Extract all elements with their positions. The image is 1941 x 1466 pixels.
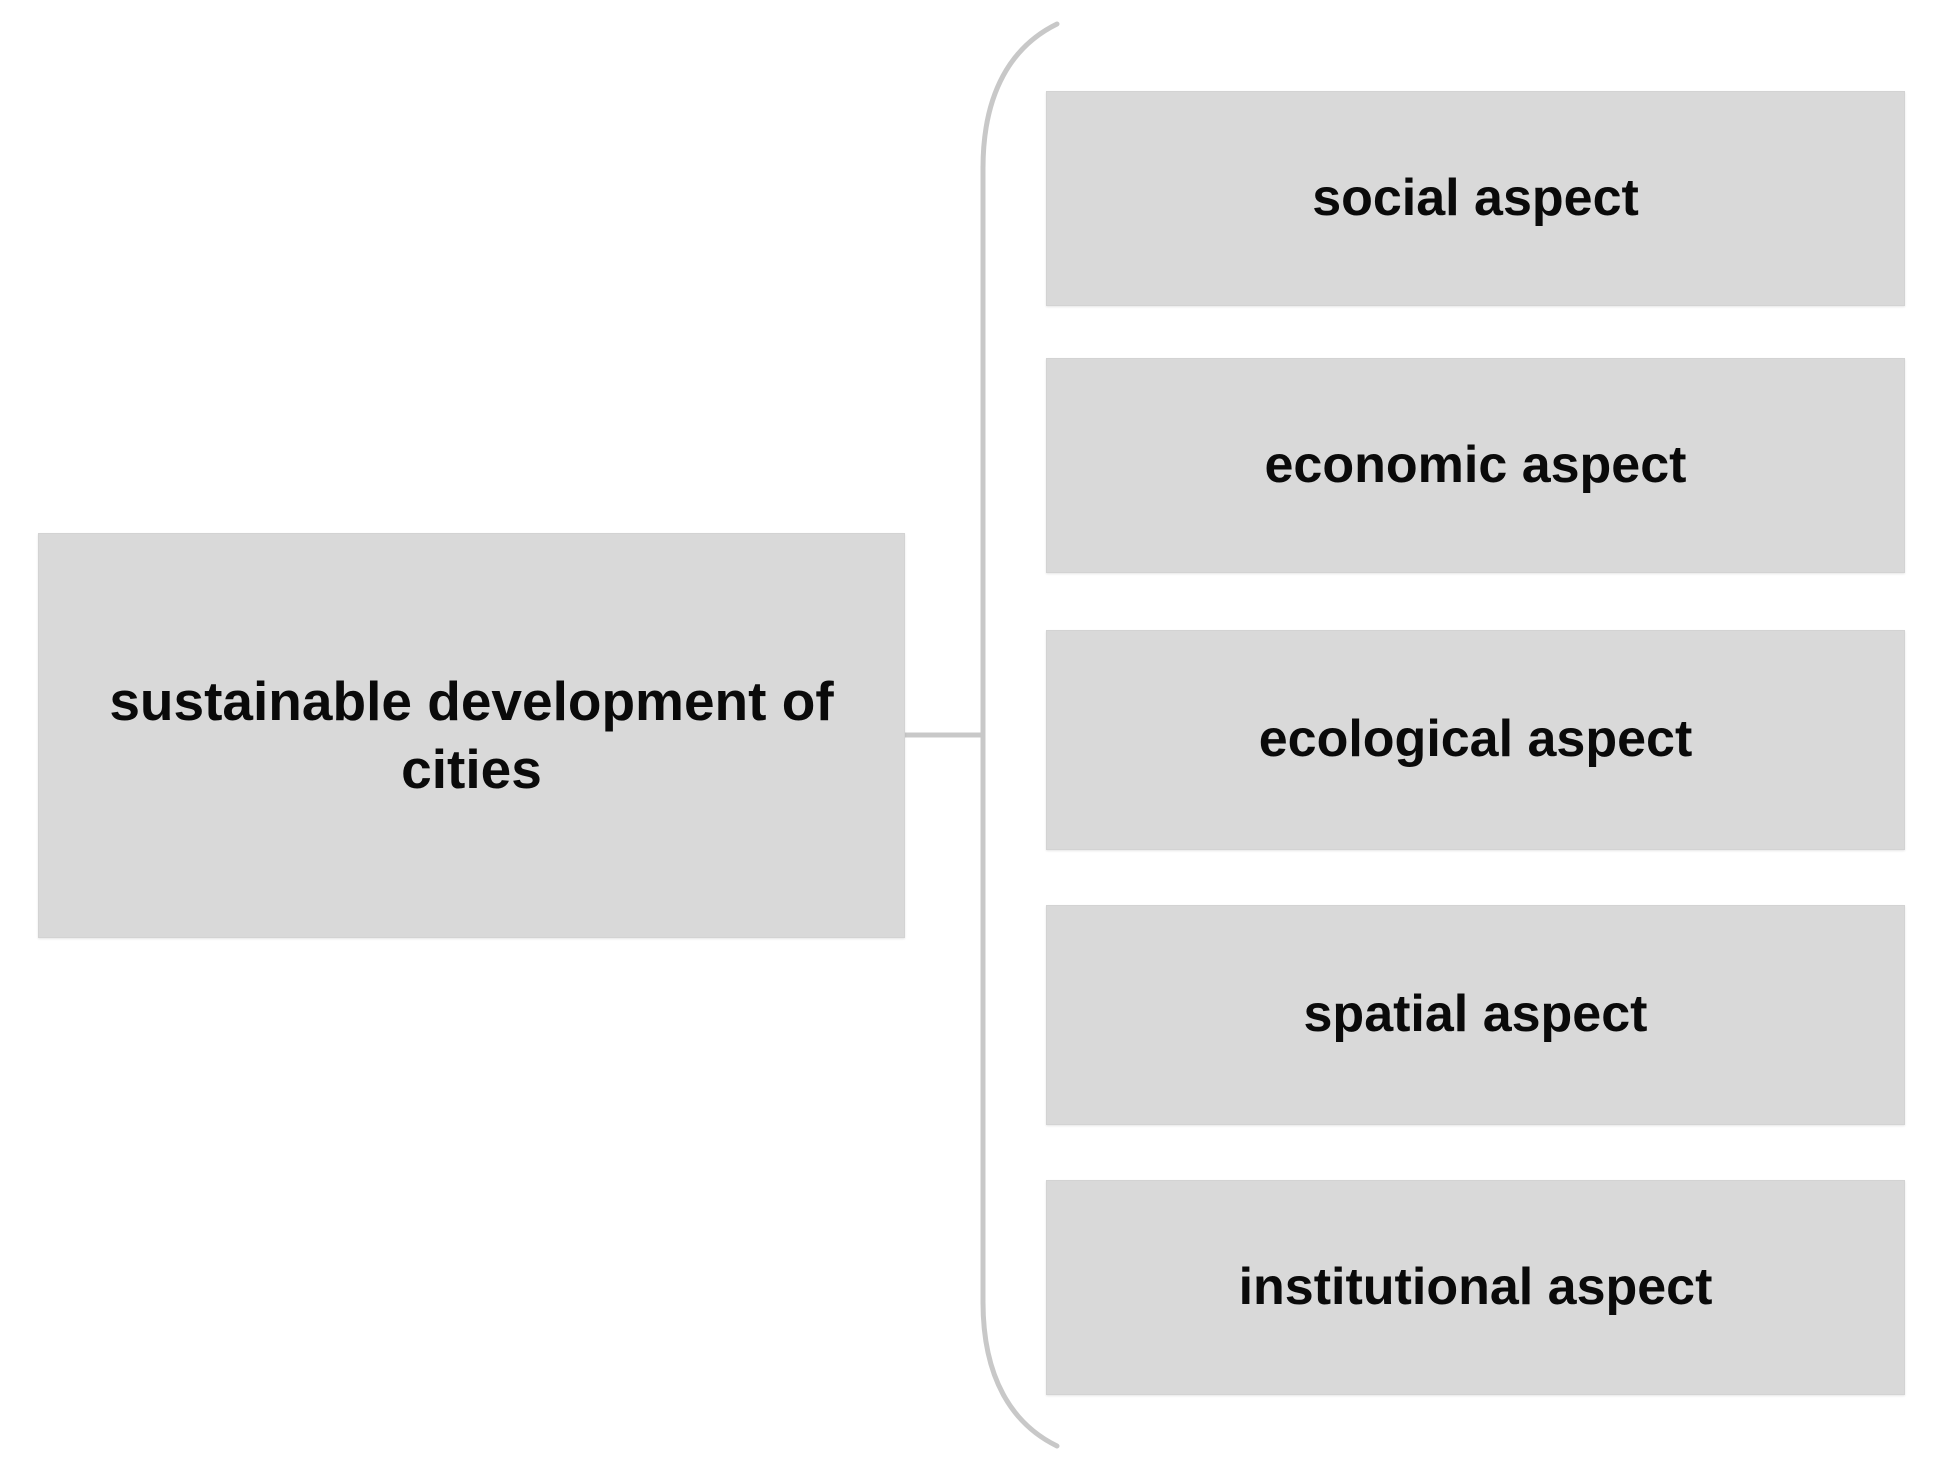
aspect-node-social[interactable]: social aspect [1046, 91, 1905, 306]
aspect-node-label: institutional aspect [1238, 1257, 1713, 1316]
aspect-node-economic[interactable]: economic aspect [1046, 358, 1905, 573]
root-node-label: sustainable development of cities [109, 670, 834, 800]
aspect-node-label: ecological aspect [1258, 710, 1693, 769]
root-node-sustainable-development[interactable]: sustainable development of cities [38, 533, 905, 938]
aspect-node-label: economic aspect [1264, 435, 1687, 494]
aspect-node-spatial[interactable]: spatial aspect [1046, 905, 1905, 1125]
aspect-node-label: spatial aspect [1303, 985, 1648, 1044]
aspect-node-label: social aspect [1312, 168, 1639, 227]
aspect-node-ecological[interactable]: ecological aspect [1046, 630, 1905, 850]
aspect-node-institutional[interactable]: institutional aspect [1046, 1180, 1905, 1395]
